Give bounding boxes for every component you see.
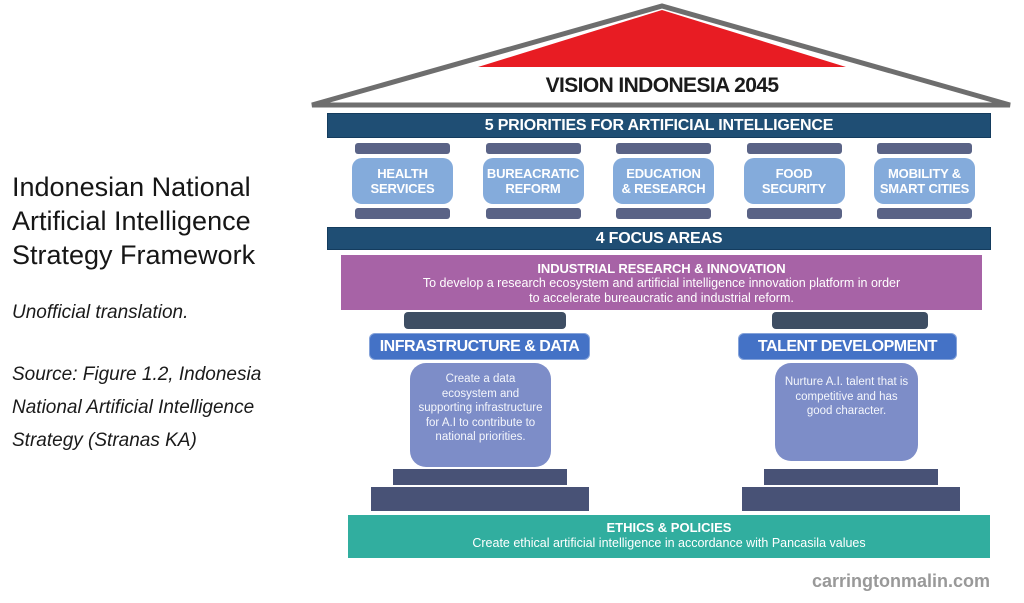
pillar-base-bar [746, 208, 842, 219]
focus-areas-bar: 4 FOCUS AREAS [327, 227, 991, 250]
focus-infrastructure-description: Create a data ecosystem and supporting i… [410, 363, 551, 467]
priority-label: HEALTH SERVICES [352, 158, 453, 204]
pillar-food-security: FOOD SECURITY [743, 143, 845, 219]
pillar-capital-bar [616, 143, 711, 154]
priority-label: EDUCATION & RESEARCH [613, 158, 714, 204]
focus-infrastructure-title: INFRASTRUCTURE & DATA [369, 333, 590, 360]
focus-industrial-description: To develop a research ecosystem and arti… [422, 276, 901, 305]
talent-capital-bar [772, 312, 928, 329]
pillar-base-bar [616, 208, 711, 219]
pillar-bureacratic-reform: BUREACRATIC REFORM [482, 143, 584, 219]
pillar-base-bar [485, 208, 581, 219]
roof-pediment-graphic [311, 3, 1011, 108]
pillar-base-bar [877, 208, 972, 219]
priorities-bar: 5 PRIORITIES FOR ARTIFICIAL INTELLIGENCE [327, 113, 991, 138]
priority-pillars-row: HEALTH SERVICES BUREACRATIC REFORM EDUCA… [352, 143, 975, 219]
focus-talent-title: TALENT DEVELOPMENT [738, 333, 957, 360]
focus-ethics-description: Create ethical artificial intelligence i… [472, 536, 866, 550]
infrastructure-plinth-lower [371, 487, 589, 511]
pillar-capital-bar [355, 143, 450, 154]
focus-ethics-policies: ETHICS & POLICIES Create ethical artific… [348, 515, 990, 558]
vision-title: VISION INDONESIA 2045 [545, 74, 779, 97]
priority-label: MOBILITY & SMART CITIES [874, 158, 975, 204]
priority-label: BUREACRATIC REFORM [482, 158, 584, 204]
source-citation: Source: Figure 1.2, Indonesia National A… [12, 364, 262, 451]
pillar-health-services: HEALTH SERVICES [352, 143, 453, 219]
watermark-credit: carringtonmalin.com [811, 571, 990, 591]
focus-talent-description: Nurture A.I. talent that is competitive … [775, 363, 918, 461]
pillar-capital-bar [485, 143, 581, 154]
focus-industrial-title: INDUSTRIAL RESEARCH & INNOVATION [537, 261, 786, 276]
infrastructure-plinth-upper [393, 469, 567, 485]
talent-plinth-upper [764, 469, 938, 485]
page-title: Indonesian National Artificial Intellige… [12, 172, 256, 270]
pillar-capital-bar [877, 143, 972, 154]
pillar-capital-bar [746, 143, 842, 154]
pillar-mobility-smart-cities: MOBILITY & SMART CITIES [874, 143, 975, 219]
infrastructure-capital-bar [404, 312, 566, 329]
pillar-base-bar [355, 208, 450, 219]
focus-ethics-title: ETHICS & POLICIES [606, 520, 732, 535]
talent-plinth-lower [742, 487, 960, 511]
roof-red-triangle-icon [478, 10, 846, 67]
pillar-education-research: EDUCATION & RESEARCH [613, 143, 714, 219]
priority-label: FOOD SECURITY [743, 158, 845, 204]
focus-industrial-research: INDUSTRIAL RESEARCH & INNOVATION To deve… [341, 255, 982, 310]
translation-note: Unofficial translation. [12, 302, 189, 323]
